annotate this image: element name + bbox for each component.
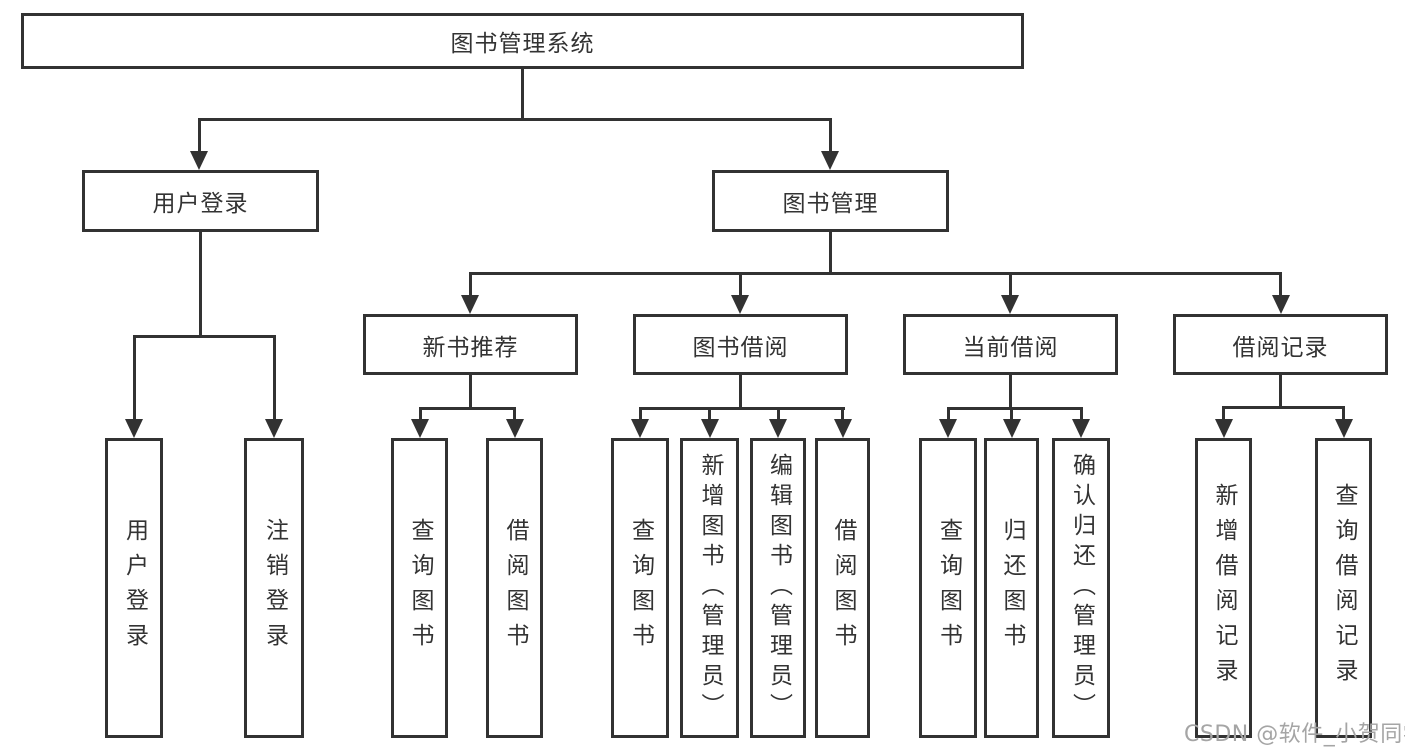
arrow-down-icon bbox=[461, 295, 479, 314]
node-leaf-bb-query-books-label: 查询图书 bbox=[627, 518, 654, 658]
edge-book-mgmt-trunk bbox=[828, 232, 832, 272]
node-leaf-cb-query-books: 查询图书 bbox=[919, 438, 977, 738]
node-root-label: 图书管理系统 bbox=[450, 31, 595, 57]
edge-to-leaf-user-login bbox=[132, 335, 136, 421]
arrow-down-icon bbox=[700, 419, 719, 438]
arrow-down-icon bbox=[1334, 419, 1353, 438]
arrow-down-icon bbox=[125, 419, 143, 438]
edge-to-book-borrow bbox=[738, 272, 742, 298]
node-leaf-bb-edit-books-admin: 编辑图书（管理员） bbox=[750, 438, 806, 738]
node-user-login: 用户登录 bbox=[82, 170, 319, 232]
edge-to-rec-query bbox=[418, 407, 422, 421]
node-borrow-records: 借阅记录 bbox=[1173, 314, 1388, 375]
node-book-mgmt: 图书管理 bbox=[712, 170, 949, 232]
node-book-mgmt-label: 图书管理 bbox=[782, 191, 879, 217]
arrow-down-icon bbox=[505, 419, 524, 438]
edge-root-split bbox=[197, 118, 832, 121]
node-book-borrow: 图书借阅 bbox=[633, 314, 848, 375]
edge-to-bb-add bbox=[708, 407, 711, 421]
edge-user-login-split bbox=[132, 335, 276, 338]
arrow-down-icon bbox=[1002, 419, 1021, 438]
edge-to-bb-query bbox=[638, 407, 642, 421]
edge-borrow-records-trunk bbox=[1279, 375, 1282, 406]
edge-to-book-mgmt bbox=[828, 118, 832, 154]
node-leaf-cb-return-books: 归还图书 bbox=[984, 438, 1039, 738]
arrow-down-icon bbox=[1001, 295, 1019, 314]
node-book-borrow-label: 图书借阅 bbox=[692, 334, 789, 361]
edge-to-rec-borrow bbox=[513, 407, 516, 421]
edge-to-user-login bbox=[197, 118, 201, 154]
edge-book-borrow-split bbox=[638, 407, 845, 410]
edge-to-bb-borrow bbox=[841, 407, 844, 421]
csdn-watermark: CSDN @软件_小贺同学 bbox=[1184, 722, 1405, 747]
arrow-down-icon bbox=[1271, 295, 1290, 314]
node-new-book-rec: 新书推荐 bbox=[363, 314, 578, 375]
node-leaf-br-add-record: 新增借阅记录 bbox=[1195, 438, 1252, 738]
node-root: 图书管理系统 bbox=[21, 13, 1024, 69]
node-leaf-rec-query-books-label: 查询图书 bbox=[407, 518, 433, 658]
edge-current-borrow-split bbox=[946, 407, 1083, 410]
edge-book-borrow-trunk bbox=[738, 375, 742, 407]
edge-borrow-records-split bbox=[1222, 406, 1345, 409]
arrow-down-icon bbox=[731, 295, 749, 314]
arrow-down-icon bbox=[265, 419, 283, 438]
edge-new-book-rec-trunk bbox=[468, 375, 472, 407]
edge-root-trunk bbox=[520, 69, 524, 118]
node-leaf-br-query-record-label: 查询借阅记录 bbox=[1331, 483, 1357, 693]
node-leaf-bb-query-books: 查询图书 bbox=[611, 438, 669, 738]
arrow-down-icon bbox=[769, 419, 787, 438]
node-current-borrow-label: 当前借阅 bbox=[962, 334, 1059, 361]
edge-to-br-add bbox=[1222, 406, 1225, 421]
node-leaf-user-login: 用户登录 bbox=[105, 438, 163, 738]
node-leaf-rec-borrow-books: 借阅图书 bbox=[486, 438, 543, 738]
arrow-down-icon bbox=[1214, 419, 1233, 438]
node-leaf-cb-query-books-label: 查询图书 bbox=[935, 518, 962, 658]
edge-to-cb-query bbox=[946, 407, 950, 421]
edge-to-current-borrow bbox=[1008, 272, 1012, 298]
edge-to-leaf-logout bbox=[272, 335, 276, 421]
node-borrow-records-label: 借阅记录 bbox=[1232, 334, 1329, 361]
node-leaf-logout: 注销登录 bbox=[244, 438, 304, 738]
node-leaf-logout-label: 注销登录 bbox=[261, 518, 288, 658]
edge-to-borrow-records bbox=[1279, 272, 1282, 298]
node-user-login-label: 用户登录 bbox=[152, 191, 249, 217]
edge-to-new-book-rec bbox=[468, 272, 472, 298]
arrow-down-icon bbox=[190, 151, 208, 170]
node-leaf-cb-confirm-return-admin-label: 确认归还（管理员） bbox=[1068, 453, 1095, 723]
node-leaf-cb-return-books-label: 归还图书 bbox=[999, 518, 1025, 658]
node-leaf-bb-edit-books-admin-label: 编辑图书（管理员） bbox=[765, 453, 792, 723]
node-leaf-rec-borrow-books-label: 借阅图书 bbox=[502, 518, 528, 658]
edge-new-book-rec-split bbox=[418, 407, 516, 410]
node-new-book-rec-label: 新书推荐 bbox=[422, 334, 519, 361]
arrow-down-icon bbox=[939, 419, 957, 438]
arrow-down-icon bbox=[1072, 419, 1090, 438]
edge-user-login-trunk bbox=[198, 232, 202, 335]
node-current-borrow: 当前借阅 bbox=[903, 314, 1118, 375]
edge-to-cb-confirm bbox=[1079, 407, 1083, 421]
node-leaf-cb-confirm-return-admin: 确认归还（管理员） bbox=[1052, 438, 1110, 738]
arrow-down-icon bbox=[411, 419, 429, 438]
edge-to-br-query bbox=[1342, 406, 1345, 421]
arrow-down-icon bbox=[631, 419, 649, 438]
node-leaf-bb-add-books-admin-label: 新增图书（管理员） bbox=[697, 453, 723, 723]
node-leaf-rec-query-books: 查询图书 bbox=[391, 438, 448, 738]
edge-current-borrow-trunk bbox=[1009, 375, 1012, 407]
arrow-down-icon bbox=[833, 419, 852, 438]
node-leaf-bb-add-books-admin: 新增图书（管理员） bbox=[680, 438, 739, 738]
node-leaf-user-login-label: 用户登录 bbox=[121, 518, 148, 658]
edge-book-mgmt-split bbox=[468, 272, 1282, 275]
node-leaf-br-add-record-label: 新增借阅记录 bbox=[1211, 483, 1237, 693]
edge-to-cb-return bbox=[1010, 407, 1013, 421]
node-leaf-br-query-record: 查询借阅记录 bbox=[1315, 438, 1372, 738]
arrow-down-icon bbox=[821, 151, 839, 170]
node-leaf-bb-borrow-books-label: 借阅图书 bbox=[830, 518, 856, 658]
node-leaf-bb-borrow-books: 借阅图书 bbox=[815, 438, 870, 738]
edge-to-bb-edit bbox=[776, 407, 780, 421]
